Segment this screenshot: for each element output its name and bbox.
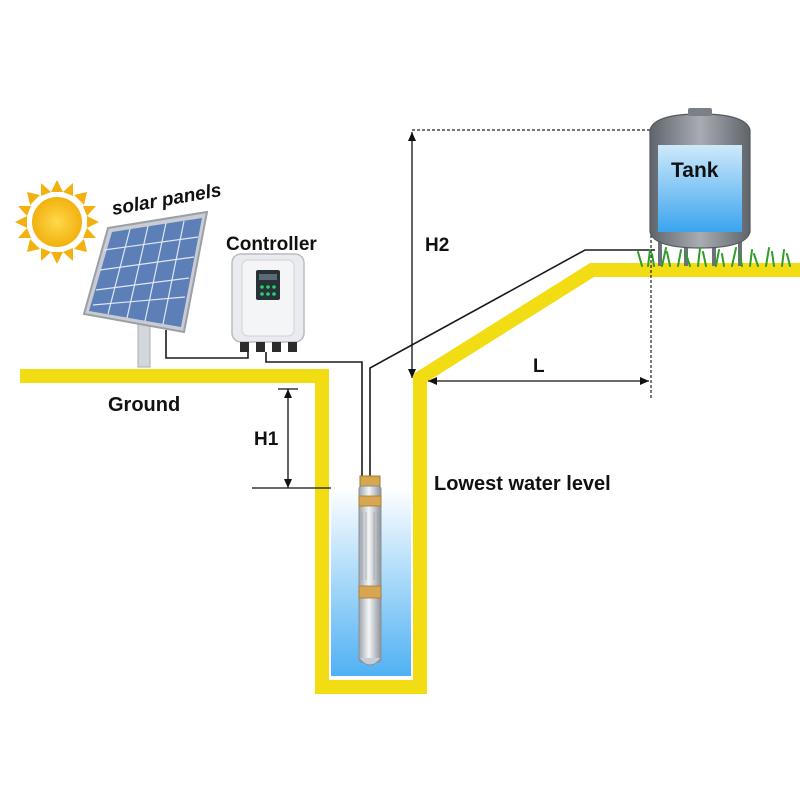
panel-cells (89, 218, 202, 327)
h2-arrow-head-top (408, 132, 416, 141)
water-tank-icon (649, 108, 751, 266)
ground-profile (20, 263, 800, 694)
cable-panel-to-controller (165, 330, 249, 359)
solar-panel-icon (82, 210, 209, 368)
panel-grid (92, 220, 199, 325)
cable-controller-to-pump (265, 352, 363, 478)
pump-outlet (359, 475, 381, 487)
tank-label: Tank (671, 159, 719, 182)
controller-icon (231, 253, 305, 352)
submersible-pump-icon (358, 475, 382, 666)
l-arrow-head-left (428, 377, 437, 385)
controller-label: Controller (226, 234, 317, 255)
h1-arrow-head-bottom (284, 479, 292, 488)
sun-icon (15, 180, 99, 264)
ground-label: Ground (108, 394, 180, 416)
h2-label: H2 (425, 235, 449, 256)
h2-arrow-head-bottom (408, 369, 416, 378)
l-arrow-head-right (640, 377, 649, 385)
grass-icon (637, 247, 791, 267)
h1-label: H1 (254, 429, 279, 450)
lowest-water-level-label: Lowest water level (434, 473, 611, 495)
l-label: L (533, 356, 545, 377)
h1-arrow-head-top (284, 389, 292, 398)
tank-water-window (658, 145, 742, 232)
water-pipe (369, 249, 655, 478)
